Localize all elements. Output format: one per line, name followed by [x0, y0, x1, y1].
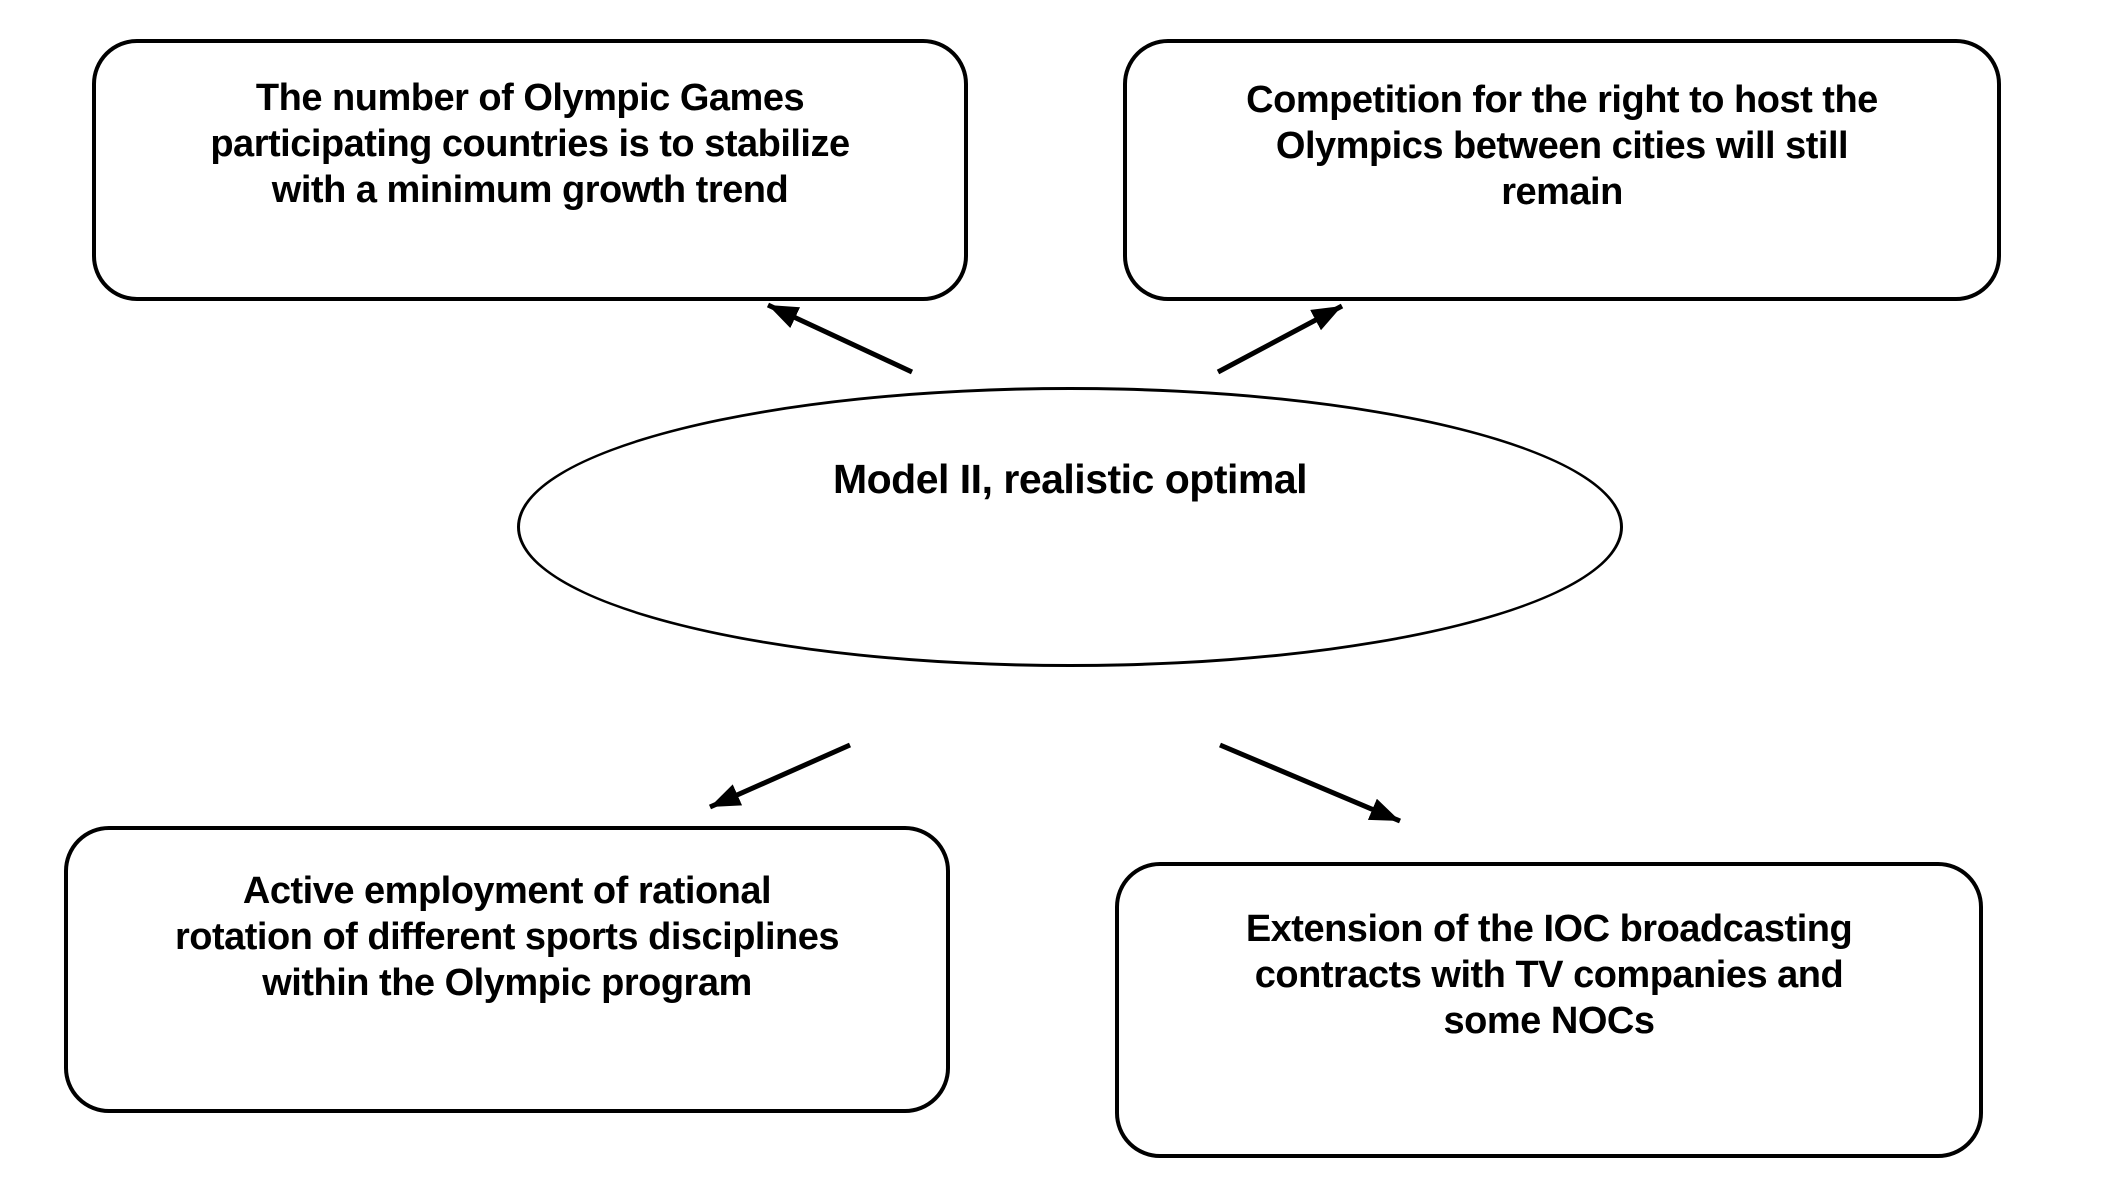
arrow-to-top-left-icon [766, 302, 914, 375]
node-top-right-line-3: remain [1501, 171, 1623, 213]
node-bottom-left-line-3: within the Olympic program [262, 962, 752, 1004]
node-bottom-left-line-2: rotation of different sports disciplines [174, 916, 840, 958]
node-bottom-right: Extension of the IOC broadcasting contra… [1115, 862, 1983, 1158]
arrow-to-bottom-right-icon [1219, 742, 1401, 824]
node-bottom-left-line-1: Active employment of rational [242, 870, 772, 912]
arrow-to-top-right-icon [1216, 303, 1344, 375]
node-top-right: Competition for the right to host the Ol… [1123, 39, 2001, 301]
node-bottom-right-line-3: some NOCs [1443, 1000, 1655, 1042]
node-bottom-left: Active employment of rational rotation o… [64, 826, 950, 1113]
node-bottom-right-line-1: Extension of the IOC broadcasting [1245, 908, 1853, 950]
center-ellipse-label: Model II, realistic optimal [832, 456, 1308, 502]
center-ellipse: Model II, realistic optimal [517, 387, 1623, 667]
node-top-left-line-1: The number of Olympic Games [255, 77, 805, 119]
node-top-right-line-1: Competition for the right to host the [1246, 79, 1878, 121]
node-top-left: The number of Olympic Games participatin… [92, 39, 968, 301]
node-top-left-line-2: participating countries is to stabilize [210, 123, 850, 165]
arrow-to-bottom-left-icon [708, 742, 852, 810]
node-top-left-line-3: with a minimum growth trend [271, 169, 789, 211]
node-top-right-line-2: Olympics between cities will still [1275, 125, 1849, 167]
node-bottom-right-line-2: contracts with TV companies and [1254, 954, 1844, 996]
